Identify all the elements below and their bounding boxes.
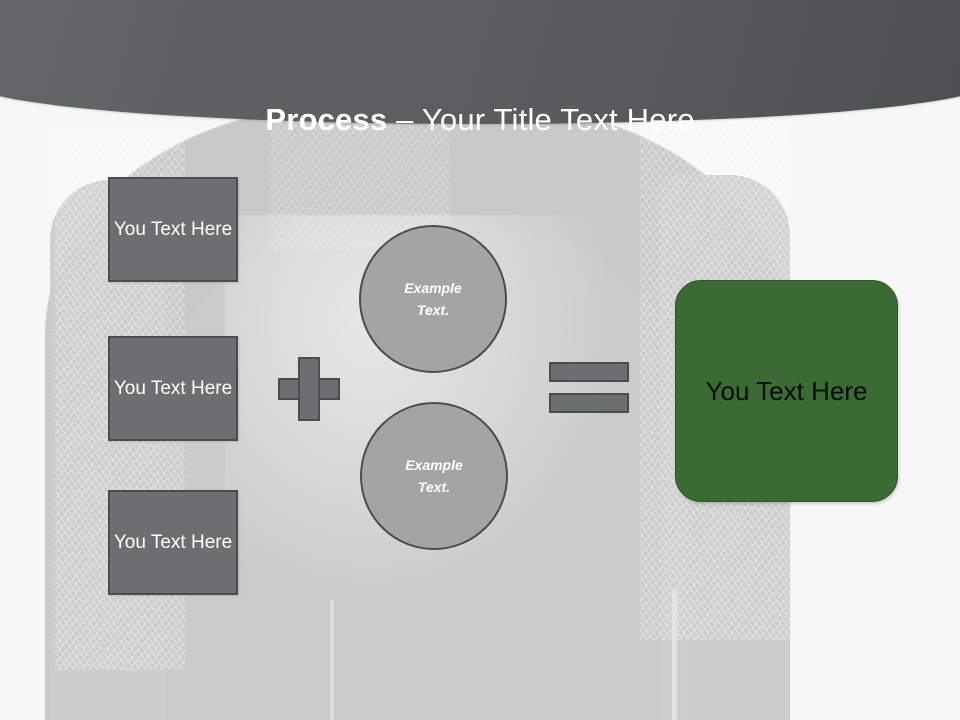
equals-bottom-bar (549, 393, 629, 413)
result-box[interactable]: You Text Here (675, 280, 898, 502)
page-title-bold: Process (265, 102, 388, 137)
source-box-3-label: You Text Here (113, 532, 233, 553)
leg-separation-right (672, 590, 677, 720)
equals-icon (549, 362, 629, 413)
source-box-1-label: You Text Here (113, 219, 233, 240)
source-box-2[interactable]: You Text Here (108, 336, 238, 441)
plus-icon (278, 357, 340, 421)
example-circle-1-line2: Text. (416, 302, 450, 318)
plus-center-fill (300, 380, 318, 398)
result-box-label: You Text Here (705, 375, 868, 406)
source-box-2-label: You Text Here (113, 378, 233, 399)
header-banner (0, 0, 960, 124)
example-circle-2-line2: Text. (417, 479, 451, 495)
source-box-3[interactable]: You Text Here (108, 490, 238, 595)
leg-separation-left (330, 600, 334, 720)
example-circle-1[interactable]: Example Text. (359, 225, 507, 373)
example-circle-2[interactable]: Example Text. (360, 402, 508, 550)
equals-top-bar (549, 362, 629, 382)
example-circle-2-line1: Example (405, 457, 463, 473)
page-title-rest: – Your Title Text Here (387, 102, 695, 137)
page-title: Process – Your Title Text Here (0, 102, 960, 138)
example-circle-1-line1: Example (404, 280, 462, 296)
source-box-1[interactable]: You Text Here (108, 177, 238, 282)
